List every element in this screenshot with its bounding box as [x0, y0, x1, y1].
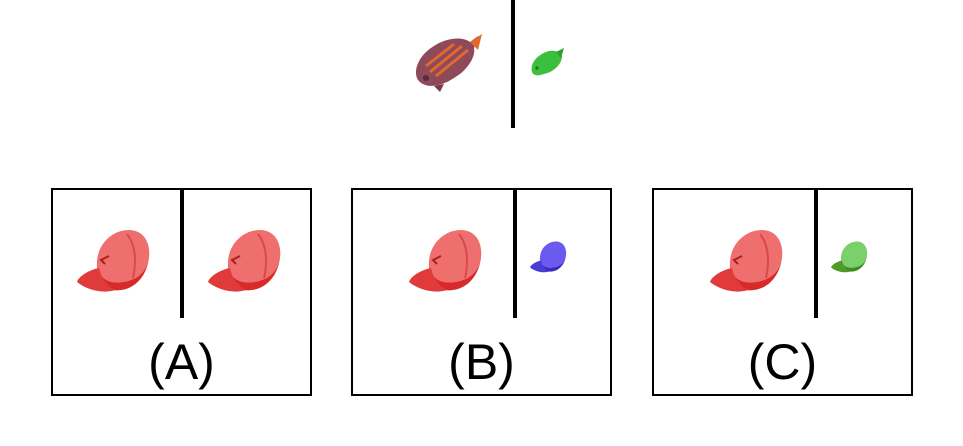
- cap-icon: [206, 224, 282, 298]
- fish-icon: [528, 46, 564, 78]
- option-a-divider: [180, 190, 184, 318]
- option-b[interactable]: (B): [351, 188, 612, 396]
- option-c[interactable]: (C): [652, 188, 913, 396]
- fish-icon: [410, 30, 482, 95]
- cap-icon: [529, 238, 567, 276]
- option-a-label: (A): [148, 334, 215, 390]
- option-a[interactable]: (A): [51, 188, 312, 396]
- option-c-divider: [814, 190, 818, 318]
- cap-icon: [830, 238, 868, 276]
- cap-icon: [708, 224, 784, 298]
- stimulus-divider: [511, 0, 515, 128]
- cap-icon: [407, 224, 483, 298]
- option-b-label: (B): [448, 334, 515, 390]
- option-b-divider: [513, 190, 517, 318]
- stimulus-panel: [400, 0, 580, 130]
- cap-icon: [75, 224, 151, 298]
- option-c-label: (C): [747, 334, 818, 390]
